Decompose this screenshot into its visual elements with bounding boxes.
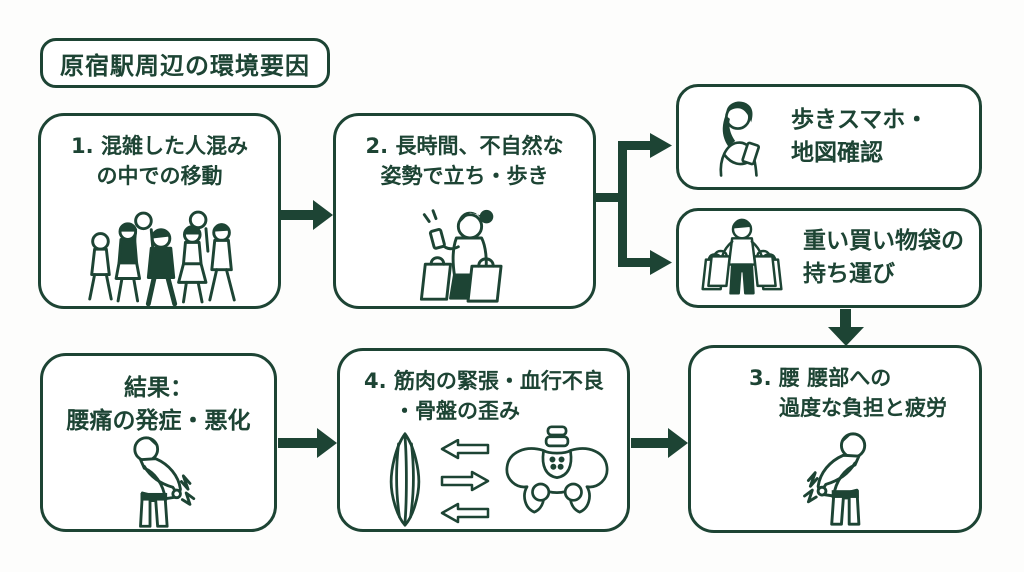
node-factor2-line2: 姿勢で立ち・歩き [380, 163, 549, 188]
person-smartphone-illustration [705, 95, 769, 179]
node-factor3-line1: 3. 腰 腰部への [749, 366, 892, 390]
node-result-text: 結果： 腰痛の発症・悪化 [43, 372, 274, 437]
node-factor1-line2: の中での移動 [96, 163, 223, 188]
node-factor1-text: 1. 混雑した人混み の中での移動 [41, 132, 278, 192]
node-factor3-line2: 過度な負担と疲労 [779, 395, 947, 420]
diagram-title: 原宿駅周辺の環境要因 [40, 38, 330, 88]
node-factor4-text: 4. 筋肉の緊張・血行不良 ・骨盤の歪み [340, 367, 627, 427]
node-result-line1: 結果： [124, 375, 193, 401]
node-factor4-line2: ・骨盤の歪み [394, 398, 520, 423]
crowd-illustration [79, 208, 245, 306]
node-branch-smartphone: 歩きスマホ・ 地図確認 [676, 84, 982, 190]
branch-bags-line2: 持ち運び [803, 261, 895, 287]
node-factor3-text: 3. 腰 腰部への 過度な負担と疲労 [691, 364, 979, 424]
arrow-result-to-factor4-icon [278, 425, 337, 461]
node-factor2-text: 2. 長時間、不自然な 姿勢で立ち・歩き [336, 132, 593, 192]
node-factor1-line1: 1. 混雑した人混み [71, 134, 248, 158]
branch-bags-line1: 重い買い物袋の [803, 228, 964, 255]
back-pain-illustration [783, 430, 895, 529]
pelvis-icon [498, 425, 616, 523]
branch-factor2-to-smartphone-and-bags-icon [596, 130, 676, 280]
woman-phone-shopping-illustration [396, 204, 542, 306]
node-factor2-posture: 2. 長時間、不自然な 姿勢で立ち・歩き [333, 113, 596, 309]
person-carrying-bags-illustration [701, 217, 783, 299]
node-factor4-muscle-pelvis: 4. 筋肉の緊張・血行不良 ・骨盤の歪み [337, 348, 630, 532]
diagram-title-label: 原宿駅周辺の環境要因 [60, 51, 310, 80]
arrow-factor1-to-factor2-icon [281, 197, 333, 233]
branch-smartphone-line2: 地図確認 [791, 140, 883, 166]
muscle-icon [380, 431, 430, 528]
node-branch-bags: 重い買い物袋の 持ち運び [676, 208, 982, 308]
node-factor1-crowd: 1. 混雑した人混み の中での移動 [38, 113, 281, 309]
branch-smartphone-line1: 歩きスマホ・ [791, 107, 929, 134]
node-branch-smartphone-text: 歩きスマホ・ 地図確認 [791, 104, 928, 169]
back-pain-result-illustration [105, 434, 215, 531]
arrow-bags-down-to-factor3-icon [827, 309, 865, 347]
node-factor4-line1: 4. 筋肉の緊張・血行不良 [364, 369, 604, 393]
node-result-line2: 腰痛の発症・悪化 [66, 407, 251, 434]
exchange-arrows-icon [440, 439, 490, 524]
node-branch-bags-text: 重い買い物袋の 持ち運び [803, 225, 964, 290]
arrow-factor4-to-factor3-icon [631, 425, 688, 461]
node-result-back-pain: 結果： 腰痛の発症・悪化 [40, 353, 277, 532]
node-factor2-line1: 2. 長時間、不自然な [365, 134, 564, 158]
node-factor3-back-burden: 3. 腰 腰部への 過度な負担と疲労 [688, 345, 982, 533]
